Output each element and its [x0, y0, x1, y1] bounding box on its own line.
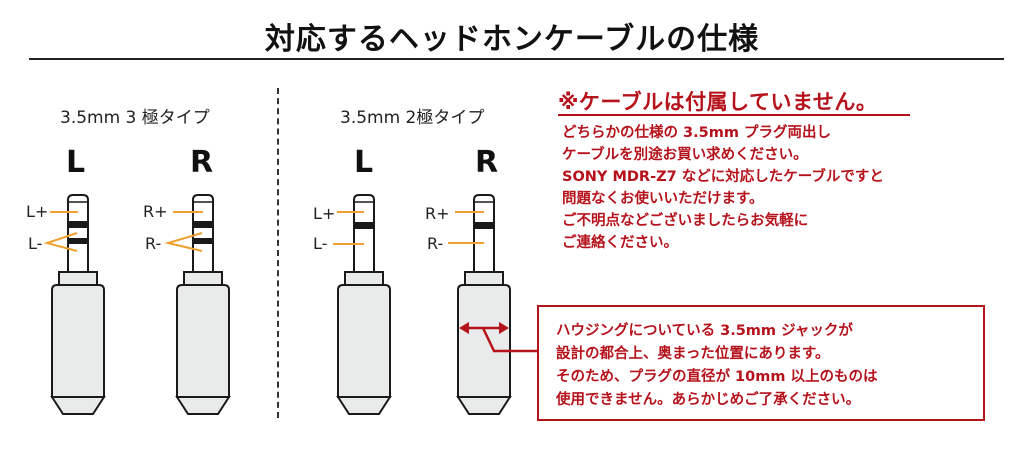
warning-line: 問題なくお使いいただけます。 [562, 191, 764, 207]
pin-label: R- [145, 234, 162, 253]
warning-line: SONY MDR-Z7 などに対応したケーブルですと [562, 169, 884, 185]
warning-line: ご不明点などございましたらお気軽に [562, 213, 809, 229]
plug-2pole-right [457, 194, 511, 415]
jack-notice-box [537, 305, 985, 421]
page-title: 対応するヘッドホンケーブルの仕様 [264, 22, 760, 57]
notice-line: 設計の都合上、奥まった位置にあります。 [556, 346, 830, 362]
section-label-2pole: 3.5mm 2極タイプ [340, 108, 485, 128]
no-cable-warning-title: ※ケーブルは付属していません。 [558, 90, 878, 114]
plug-2pole-left [337, 194, 391, 415]
warning-body: どちらかの仕様の 3.5mm プラグ両出し ケーブルを別途お買い求めください。 … [562, 122, 884, 254]
notice-line: そのため、プラグの直径が 10mm 以上のものは [556, 369, 878, 385]
pin-label: R+ [425, 204, 450, 223]
jack-notice-text: ハウジングについている 3.5mm ジャックが 設計の都合上、奥まった位置にあり… [556, 320, 878, 412]
notice-line: 使用できません。あらかじめご了承ください。 [556, 392, 861, 408]
pin-label: L+ [313, 204, 336, 223]
plug-3pole-right [176, 194, 230, 415]
pin-label: L+ [26, 202, 49, 221]
pin-label: L- [28, 234, 43, 253]
section-label-3pole: 3.5mm 3 極タイプ [60, 108, 210, 128]
pin-label: R- [427, 234, 444, 253]
channel-label-2pole-left: L [354, 145, 374, 180]
warning-underline [558, 114, 910, 116]
plug-3pole-left [51, 194, 105, 415]
warning-line: ケーブルを別途お買い求めください。 [562, 147, 808, 163]
channel-label-3pole-left: L [66, 145, 86, 180]
title-underline [29, 58, 1004, 60]
channel-label-3pole-right: R [190, 145, 214, 180]
pin-label: L- [313, 234, 328, 253]
diameter-arrow-icon [459, 322, 537, 353]
warning-line: ご連絡ください。 [562, 235, 678, 251]
channel-label-2pole-right: R [475, 145, 499, 180]
pin-label: R+ [143, 202, 168, 221]
warning-line: どちらかの仕様の 3.5mm プラグ両出し [562, 125, 831, 141]
notice-line: ハウジングについている 3.5mm ジャックが [556, 323, 853, 339]
section-divider [277, 88, 279, 418]
